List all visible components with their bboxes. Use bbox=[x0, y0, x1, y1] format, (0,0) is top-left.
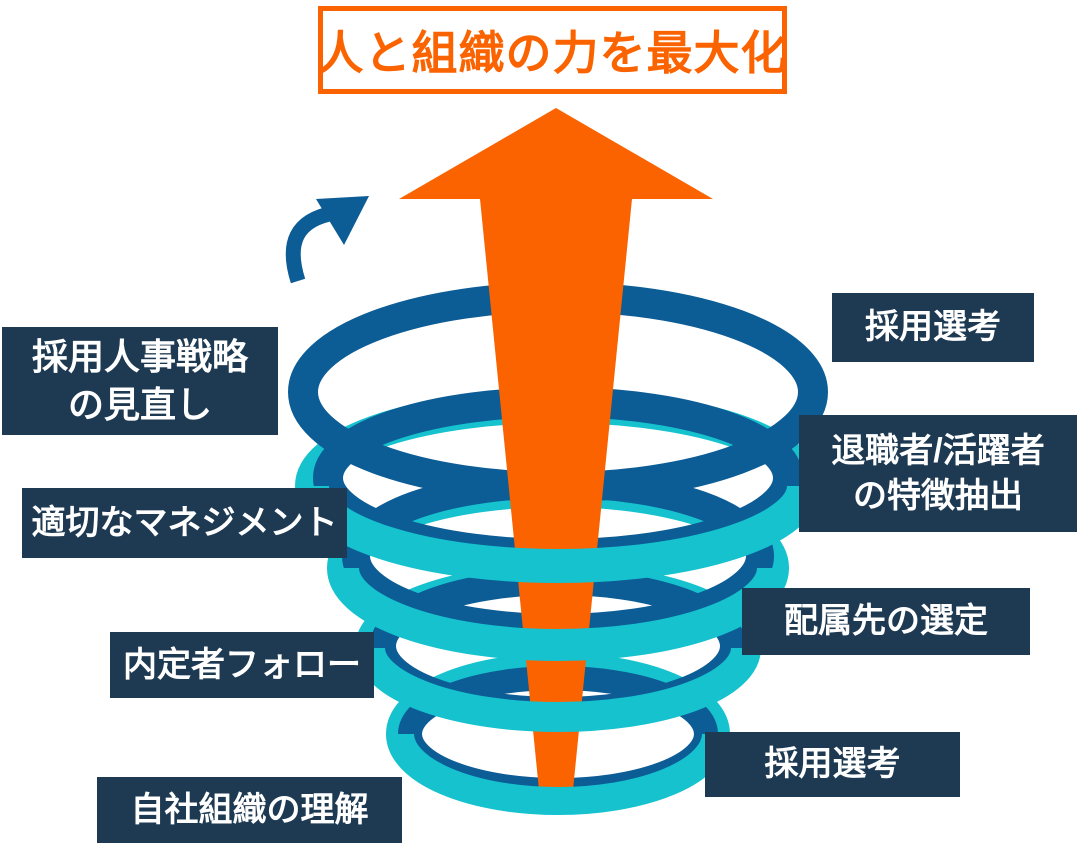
curved-arrow-head bbox=[316, 196, 369, 245]
spiral-cyan-front-3 bbox=[355, 646, 761, 732]
label-line: 内定者フォロー bbox=[123, 645, 361, 684]
curved-arrow-icon bbox=[285, 196, 369, 284]
upward-arrow bbox=[399, 108, 713, 790]
label-line: 退職者/活躍者 bbox=[831, 431, 1045, 470]
label-retiree-high-performer-traits: 退職者/活躍者 の特徴抽出 bbox=[799, 415, 1077, 532]
label-recruitment-screening-top: 採用選考 bbox=[832, 293, 1034, 362]
label-recruitment-screening-bottom: 採用選考 bbox=[705, 732, 960, 797]
label-appropriate-management: 適切なマネジメント bbox=[22, 488, 347, 558]
label-line: 配属先の選定 bbox=[784, 602, 988, 641]
label-recruitment-hr-strategy-review: 採用人事戦略 の見直し bbox=[2, 327, 278, 435]
curved-arrow-tail bbox=[285, 205, 336, 284]
label-line: の見直し bbox=[67, 384, 212, 425]
label-line: 適切なマネジメント bbox=[31, 503, 338, 542]
label-understanding-own-organization: 自社組織の理解 bbox=[97, 777, 402, 843]
label-line: 採用選考 bbox=[865, 308, 1001, 347]
label-assignment-destination-selection: 配属先の選定 bbox=[742, 588, 1030, 655]
spiral-cyan-front-4 bbox=[386, 733, 730, 815]
label-line: 採用選考 bbox=[764, 745, 901, 784]
label-line: の特徴抽出 bbox=[853, 476, 1023, 515]
label-line: 自社組織の理解 bbox=[130, 790, 369, 829]
title-text: 人と組織の力を最大化 bbox=[317, 27, 788, 79]
title-box: 人と組織の力を最大化 bbox=[318, 6, 787, 94]
label-prospective-hire-follow-up: 内定者フォロー bbox=[110, 632, 374, 698]
label-line: 採用人事戦略 bbox=[31, 336, 248, 378]
